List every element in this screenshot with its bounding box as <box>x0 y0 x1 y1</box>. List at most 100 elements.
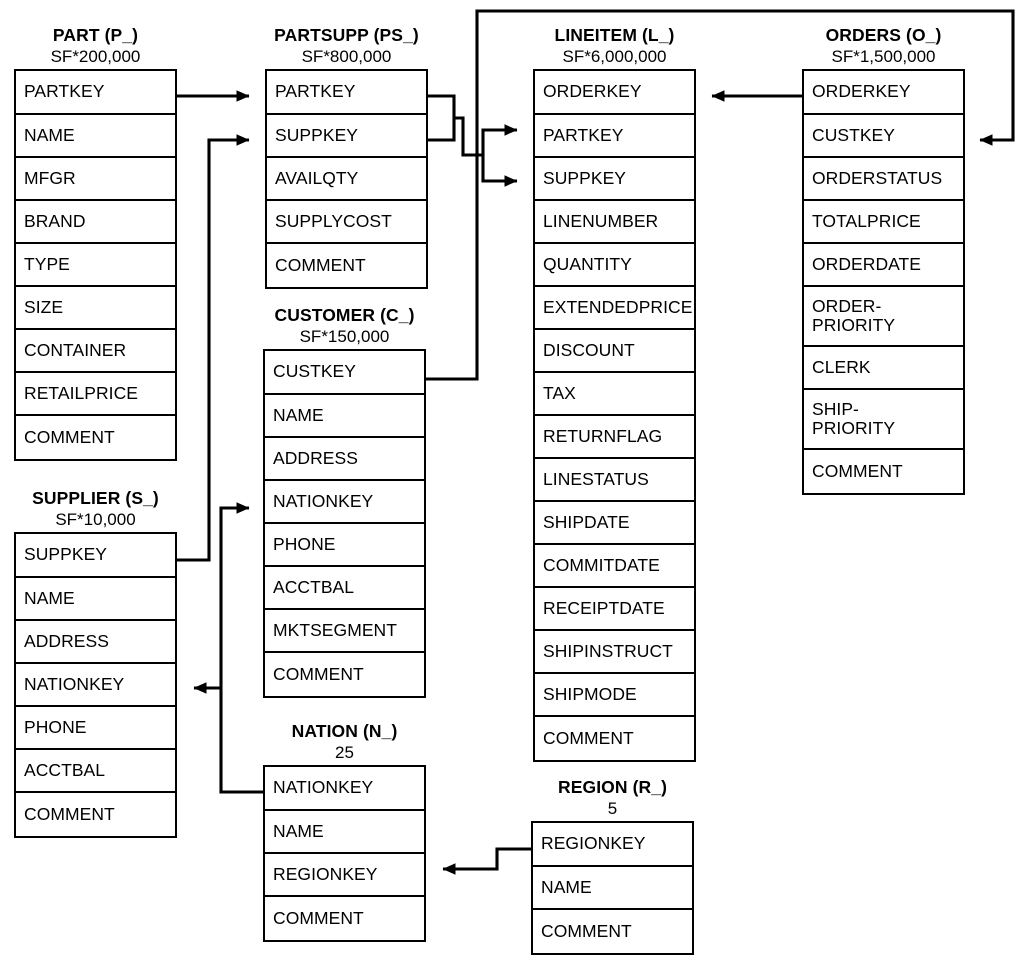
field-customer-nationkey[interactable]: NATIONKEY <box>265 480 424 524</box>
field-part-size[interactable]: SIZE <box>16 286 175 330</box>
field-partsupp-suppkey[interactable]: SUPPKEY <box>267 114 426 158</box>
field-supplier-name[interactable]: NAME <box>16 577 175 621</box>
field-lineitem-partkey[interactable]: PARTKEY <box>535 114 694 158</box>
field-customer-custkey[interactable]: CUSTKEY <box>265 350 424 395</box>
entity-part[interactable]: PART (P_) SF*200,000 PARTKEY NAME MFGR B… <box>14 25 177 461</box>
field-orders-comment[interactable]: COMMENT <box>804 449 963 493</box>
field-customer-comment[interactable]: COMMENT <box>265 652 424 696</box>
field-supplier-acctbal[interactable]: ACCTBAL <box>16 749 175 793</box>
entity-supplier-title: SUPPLIER (S_) <box>32 488 159 508</box>
field-partsupp-partkey[interactable]: PARTKEY <box>267 70 426 115</box>
field-supplier-suppkey[interactable]: SUPPKEY <box>16 533 175 578</box>
entity-lineitem-fields: ORDERKEY PARTKEY SUPPKEY LINENUMBER QUAN… <box>533 68 696 762</box>
field-supplier-comment[interactable]: COMMENT <box>16 792 175 836</box>
field-customer-phone[interactable]: PHONE <box>265 523 424 567</box>
field-partsupp-supplycost[interactable]: SUPPLYCOST <box>267 200 426 244</box>
entity-supplier[interactable]: SUPPLIER (S_) SF*10,000 SUPPKEY NAME ADD… <box>14 488 177 838</box>
entity-customer[interactable]: CUSTOMER (C_) SF*150,000 CUSTKEY NAME AD… <box>263 305 426 698</box>
entity-supplier-fields: SUPPKEY NAME ADDRESS NATIONKEY PHONE ACC… <box>14 531 177 838</box>
field-lineitem-orderkey[interactable]: ORDERKEY <box>535 70 694 115</box>
entity-customer-cardinality: SF*150,000 <box>299 326 390 346</box>
field-lineitem-suppkey[interactable]: SUPPKEY <box>535 157 694 201</box>
field-lineitem-shipdate[interactable]: SHIPDATE <box>535 501 694 545</box>
field-lineitem-receiptdate[interactable]: RECEIPTDATE <box>535 587 694 631</box>
entity-nation[interactable]: NATION (N_) 25 NATIONKEY NAME REGIONKEY … <box>263 721 426 942</box>
field-region-comment[interactable]: COMMENT <box>533 909 692 953</box>
wire-partsupp-to-lineitem-partkey <box>481 124 518 155</box>
field-nation-regionkey[interactable]: REGIONKEY <box>265 853 424 897</box>
field-partsupp-comment[interactable]: COMMENT <box>267 243 426 287</box>
field-partsupp-availqty[interactable]: AVAILQTY <box>267 157 426 201</box>
field-nation-nationkey[interactable]: NATIONKEY <box>265 766 424 811</box>
field-region-name[interactable]: NAME <box>533 866 692 910</box>
entity-region-fields: REGIONKEY NAME COMMENT <box>531 820 694 955</box>
field-lineitem-tax[interactable]: TAX <box>535 372 694 416</box>
field-lineitem-shipinstruct[interactable]: SHIPINSTRUCT <box>535 630 694 674</box>
wire-partsupp-junction-trunk <box>454 116 483 157</box>
wire-nation-nationkey-trunk <box>219 502 263 794</box>
field-lineitem-returnflag[interactable]: RETURNFLAG <box>535 415 694 459</box>
entity-region[interactable]: REGION (R_) 5 REGIONKEY NAME COMMENT <box>531 777 694 955</box>
entity-nation-title: NATION (N_) <box>291 721 398 741</box>
field-part-name[interactable]: NAME <box>16 114 175 158</box>
field-part-partkey[interactable]: PARTKEY <box>16 70 175 115</box>
entity-orders-cardinality: SF*1,500,000 <box>831 46 936 66</box>
field-part-brand[interactable]: BRAND <box>16 200 175 244</box>
field-region-regionkey[interactable]: REGIONKEY <box>533 822 692 867</box>
entity-customer-fields: CUSTKEY NAME ADDRESS NATIONKEY PHONE ACC… <box>263 348 426 698</box>
entity-region-cardinality: 5 <box>607 798 618 818</box>
field-lineitem-commitdate[interactable]: COMMITDATE <box>535 544 694 588</box>
wire-partsupp-suppkey-branch <box>428 118 456 142</box>
field-supplier-phone[interactable]: PHONE <box>16 706 175 750</box>
field-lineitem-shipmode[interactable]: SHIPMODE <box>535 673 694 717</box>
field-part-type[interactable]: TYPE <box>16 243 175 287</box>
wire-partsupp-partkey-branch <box>428 94 456 118</box>
field-supplier-address[interactable]: ADDRESS <box>16 620 175 664</box>
field-customer-acctbal[interactable]: ACCTBAL <box>265 566 424 610</box>
entity-lineitem[interactable]: LINEITEM (L_) SF*6,000,000 ORDERKEY PART… <box>533 25 696 762</box>
field-orders-orderkey[interactable]: ORDERKEY <box>804 70 963 115</box>
wire-partsupp-to-lineitem-suppkey <box>481 155 518 187</box>
entity-partsupp-fields: PARTKEY SUPPKEY AVAILQTY SUPPLYCOST COMM… <box>265 68 428 289</box>
entity-region-title: REGION (R_) <box>557 777 668 797</box>
entity-part-title: PART (P_) <box>52 25 139 45</box>
entity-orders-fields: ORDERKEY CUSTKEY ORDERSTATUS TOTALPRICE … <box>802 68 965 495</box>
field-orders-orderpriority[interactable]: ORDER- PRIORITY <box>804 286 963 347</box>
field-nation-name[interactable]: NAME <box>265 810 424 854</box>
entity-part-fields: PARTKEY NAME MFGR BRAND TYPE SIZE CONTAI… <box>14 68 177 461</box>
wire-supplier-suppkey-to-partsupp-suppkey <box>177 134 250 562</box>
entity-partsupp-title: PARTSUPP (PS_) <box>274 25 419 45</box>
field-orders-totalprice[interactable]: TOTALPRICE <box>804 200 963 244</box>
entity-partsupp-cardinality: SF*800,000 <box>301 46 392 66</box>
field-supplier-nationkey[interactable]: NATIONKEY <box>16 663 175 707</box>
entity-partsupp[interactable]: PARTSUPP (PS_) SF*800,000 PARTKEY SUPPKE… <box>265 25 428 289</box>
field-customer-address[interactable]: ADDRESS <box>265 437 424 481</box>
entity-supplier-cardinality: SF*10,000 <box>55 509 136 529</box>
field-orders-custkey[interactable]: CUSTKEY <box>804 114 963 158</box>
field-customer-mktsegment[interactable]: MKTSEGMENT <box>265 609 424 653</box>
field-orders-shippriority[interactable]: SHIP- PRIORITY <box>804 389 963 450</box>
field-part-retailprice[interactable]: RETAILPRICE <box>16 372 175 416</box>
field-lineitem-extendedprice[interactable]: EXTENDEDPRICE <box>535 286 694 330</box>
entity-lineitem-title: LINEITEM (L_) <box>554 25 675 45</box>
wire-region-regionkey-to-nation-regionkey <box>442 847 531 875</box>
entity-orders[interactable]: ORDERS (O_) SF*1,500,000 ORDERKEY CUSTKE… <box>802 25 965 495</box>
entity-orders-title: ORDERS (O_) <box>825 25 942 45</box>
field-lineitem-linenumber[interactable]: LINENUMBER <box>535 200 694 244</box>
field-customer-name[interactable]: NAME <box>265 394 424 438</box>
field-part-comment[interactable]: COMMENT <box>16 415 175 459</box>
field-orders-orderstatus[interactable]: ORDERSTATUS <box>804 157 963 201</box>
field-part-container[interactable]: CONTAINER <box>16 329 175 373</box>
field-lineitem-quantity[interactable]: QUANTITY <box>535 243 694 287</box>
field-lineitem-comment[interactable]: COMMENT <box>535 716 694 760</box>
field-orders-clerk[interactable]: CLERK <box>804 346 963 390</box>
entity-lineitem-cardinality: SF*6,000,000 <box>562 46 667 66</box>
field-lineitem-discount[interactable]: DISCOUNT <box>535 329 694 373</box>
field-orders-orderdate[interactable]: ORDERDATE <box>804 243 963 287</box>
entity-nation-fields: NATIONKEY NAME REGIONKEY COMMENT <box>263 764 426 942</box>
field-part-mfgr[interactable]: MFGR <box>16 157 175 201</box>
field-lineitem-linestatus[interactable]: LINESTATUS <box>535 458 694 502</box>
entity-part-cardinality: SF*200,000 <box>50 46 141 66</box>
field-nation-comment[interactable]: COMMENT <box>265 896 424 940</box>
